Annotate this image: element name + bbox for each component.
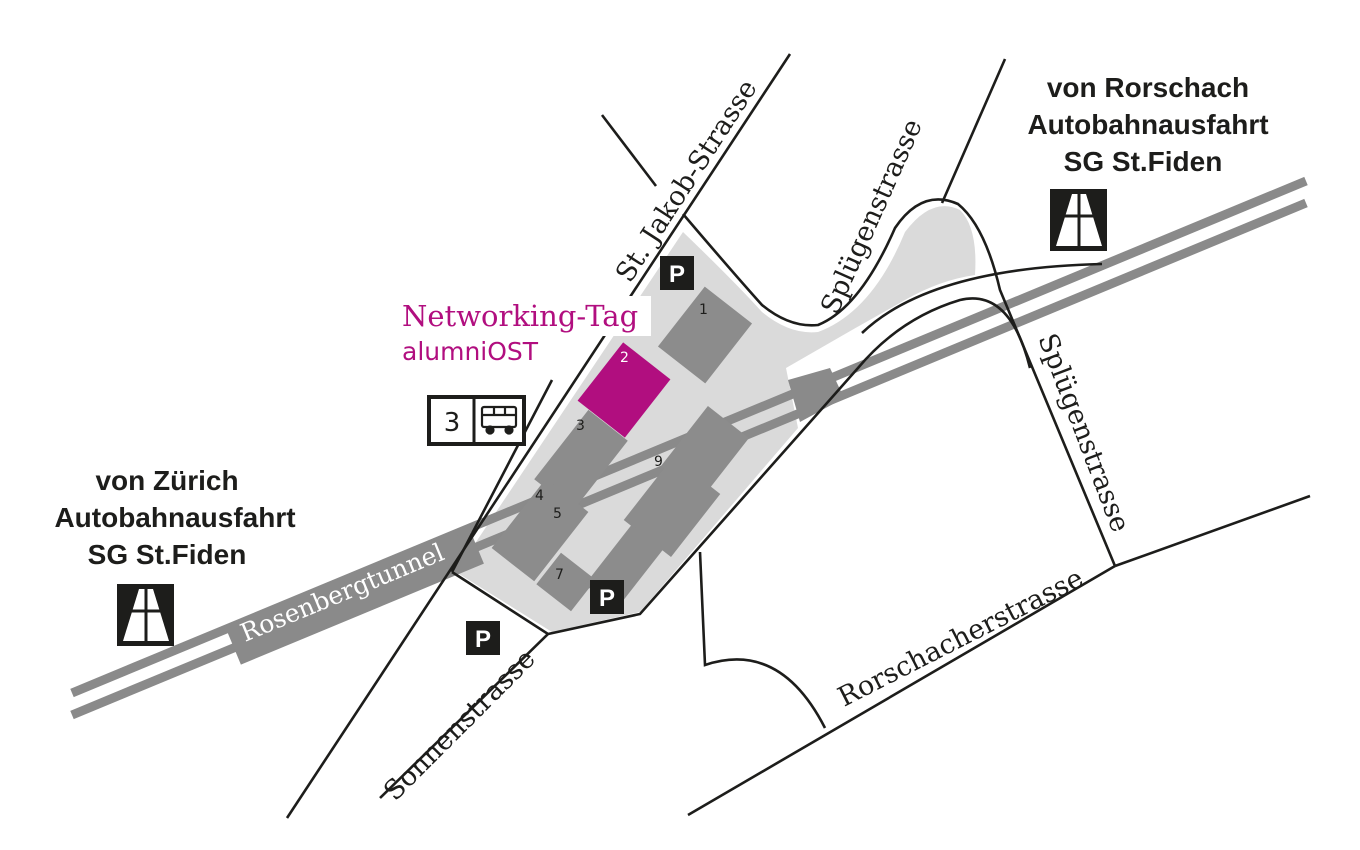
- tunnel-label: Rosenbergtunnel: [236, 538, 448, 648]
- event-label-bg: [397, 296, 651, 336]
- origin-rorschach-line1: von Rorschach: [1047, 72, 1249, 103]
- parking-icon[interactable]: P: [590, 580, 624, 614]
- parking-icon[interactable]: P: [466, 621, 500, 655]
- buildings: [491, 286, 753, 612]
- building-1: [657, 286, 753, 384]
- motorway-sign-icon: [1050, 189, 1107, 251]
- parking-label: P: [475, 626, 491, 653]
- building-number-4: 4: [535, 488, 544, 504]
- building-3: [534, 409, 628, 511]
- building-2: [577, 342, 671, 438]
- bus-icon: [480, 405, 518, 435]
- event-title: Networking-Tag: [402, 299, 638, 333]
- building-number-1: 1: [699, 302, 708, 318]
- building-number-3: 3: [576, 418, 585, 434]
- origin-rorschach-line2: Autobahnausfahrt: [1027, 109, 1268, 140]
- street-label-rorschacher: Rorschacherstrasse: [833, 563, 1088, 714]
- origin-rorschach-line3: SG St.Fiden: [1064, 146, 1223, 177]
- parking-label: P: [599, 585, 615, 612]
- building-number-5: 5: [553, 506, 562, 522]
- tunnel-portal-east: [788, 368, 844, 422]
- bus-stop[interactable]: 3: [427, 395, 526, 446]
- bus-line-number: 3: [444, 408, 461, 438]
- building-number-2: 2: [620, 350, 629, 366]
- building-9b: [623, 457, 721, 557]
- origin-zurich-line3: SG St.Fiden: [88, 539, 247, 570]
- origin-zurich-line2: Autobahnausfahrt: [54, 502, 295, 533]
- street-label-spluegen-right: Splügenstrasse: [1031, 329, 1135, 536]
- building-number-9: 9: [654, 454, 663, 470]
- building-number-7: 7: [555, 567, 564, 583]
- building-7: [536, 552, 596, 612]
- event-subtitle: alumniOST: [402, 337, 539, 366]
- street-label-sonnen: Sonnenstrasse: [378, 643, 542, 807]
- building-4-5: [491, 478, 589, 582]
- parking-label: P: [669, 261, 685, 288]
- roads: [285, 53, 1311, 819]
- motorway-sign-icon: [117, 584, 174, 646]
- origin-zurich-line1: von Zürich: [95, 465, 238, 496]
- parking-icon[interactable]: P: [660, 256, 694, 290]
